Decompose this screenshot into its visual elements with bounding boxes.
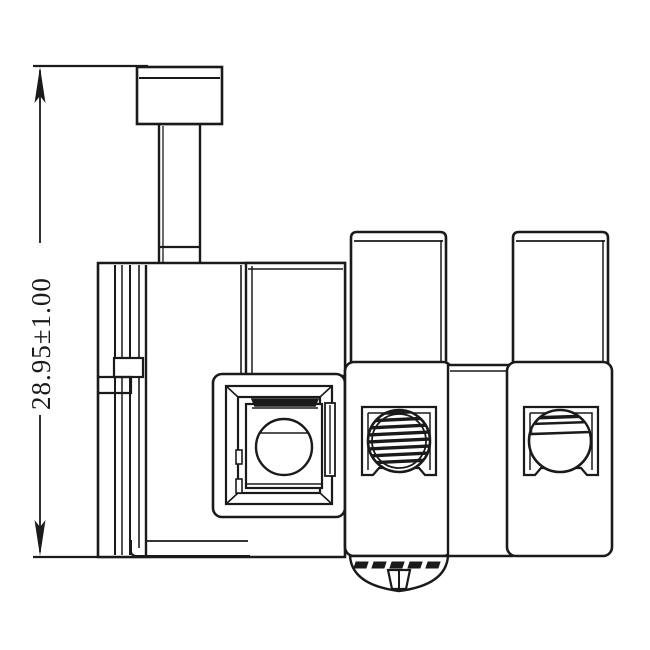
mounting-foot-serration xyxy=(353,561,441,569)
tower2-body xyxy=(349,230,448,367)
housing-left-step xyxy=(98,375,133,395)
lever-stem xyxy=(157,122,202,267)
port1-chamfer-bl xyxy=(225,492,239,505)
port1-detent-lower xyxy=(235,478,243,494)
port1-chamfer-tl xyxy=(225,385,239,398)
port1-chamfer-br xyxy=(319,492,333,505)
terminal-tower-3 xyxy=(446,230,614,558)
lever-head xyxy=(135,65,224,126)
housing-riser xyxy=(244,261,347,378)
housing-bottom-ledge xyxy=(130,540,250,557)
port3-screw-head xyxy=(527,408,593,474)
mounting-foot[interactable] xyxy=(348,554,450,593)
actuator-lever xyxy=(135,65,224,267)
tower3-body xyxy=(511,230,610,367)
dimension-label: 28.95±1.00 xyxy=(26,277,56,410)
terminal-tower-2 xyxy=(343,230,454,558)
terminal-port-3[interactable] xyxy=(522,405,600,477)
port1-conductor-circle xyxy=(254,417,314,477)
dimension-arrow-bottom xyxy=(34,520,46,556)
dimension-arrow-top xyxy=(34,67,46,103)
housing-side-tab xyxy=(112,356,145,379)
terminal-port-1[interactable] xyxy=(211,372,347,519)
dimension-annotation: 28.95±1.00 xyxy=(26,64,150,559)
port1-clamp-bar xyxy=(250,398,320,407)
mid-block xyxy=(446,363,514,558)
port1-chamfer-tr xyxy=(319,385,333,398)
port1-detent-upper xyxy=(235,449,243,465)
terminal-port-2[interactable] xyxy=(360,405,438,477)
port2-thread-hatching xyxy=(369,411,429,465)
